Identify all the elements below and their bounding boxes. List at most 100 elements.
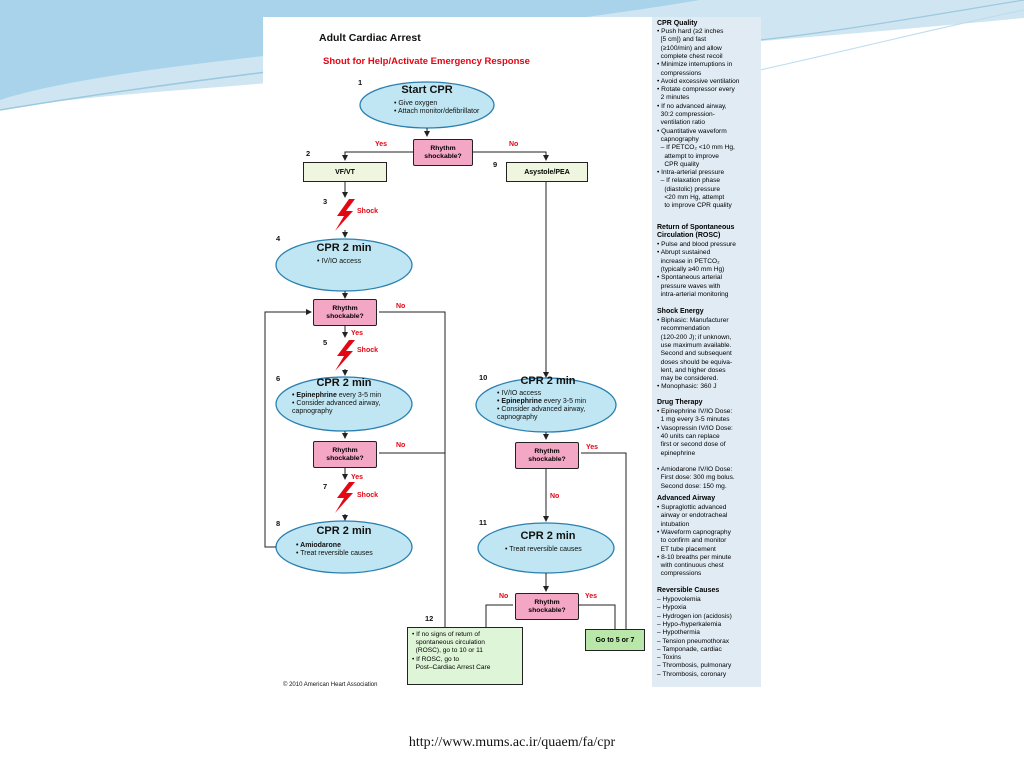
sidebar-heading-reversible-causes: Reversible Causes — [657, 587, 720, 594]
step6-epi-bold: • Epinephrine — [292, 392, 337, 399]
step-number-9: 9 — [493, 160, 498, 169]
cpr-line-9: 2 minutes — [657, 94, 690, 102]
cpr-2min-title-8: CPR 2 min — [316, 525, 372, 537]
cpr-line-4: complete chest recoil — [657, 52, 723, 60]
rosc-line-7: intra-arterial monitoring — [657, 290, 729, 298]
airway-line-6: ET tube placement — [657, 545, 716, 553]
flowchart-diagram — [264, 81, 629, 638]
drug-line-2: 1 mg every 3-5 minutes — [657, 416, 730, 424]
shock-line-6: doses should be equiva- — [657, 358, 733, 366]
step10-item-airway: • Consider advanced airway, — [497, 406, 586, 413]
cpr-line-2: [5 cm]) and fast — [657, 36, 707, 44]
sidebar-heading-cpr-quality: CPR Quality — [657, 20, 698, 27]
decision-5-line1: Rhythm — [534, 598, 560, 606]
decision-3-yes: Yes — [351, 474, 364, 481]
step-number-7: 7 — [323, 482, 328, 491]
step-number-11: 11 — [479, 518, 487, 527]
step12-line-3: (ROSC), go to 10 or 11 — [412, 647, 483, 655]
decision-4-yes: Yes — [586, 444, 599, 451]
cpr-line-21: <20 mm Hg, attempt — [657, 194, 725, 201]
decision-2-no: No — [396, 303, 406, 310]
copyright-text: © 2010 American Heart Association — [283, 682, 378, 688]
step10-epi-rest: every 3-5 min — [541, 398, 587, 405]
rosc-line-2: • Abrupt sustained — [657, 249, 711, 257]
sidebar-heading-rosc-1: Return of Spontaneous — [657, 224, 735, 231]
decision-4-line1: Rhythm — [534, 447, 560, 455]
step-number-8: 8 — [276, 519, 281, 528]
decision-rhythm-shockable-1: Rhythm shockable? — [413, 139, 473, 166]
airway-line-7: • 8-10 breaths per minute — [657, 553, 732, 561]
airway-line-4: • Waveform capnography — [657, 528, 731, 536]
decision-5-no: No — [499, 593, 509, 600]
decision-3-no: No — [396, 442, 406, 449]
cpr-line-14: capnography — [657, 135, 699, 143]
airway-line-1: • Supraglottic advanced — [657, 504, 727, 511]
cpr-line-1: • Push hard (≥2 inches — [657, 28, 724, 35]
step8-item-amiodarone: • Amiodarone — [296, 542, 341, 549]
rev-line-10: – Thrombosis, coronary — [657, 670, 727, 678]
asystole-pea-box: Asystole/PEA — [506, 162, 588, 182]
cpr-2min-oval-6 — [275, 376, 413, 432]
sidebar-heading-advanced-airway: Advanced Airway — [657, 495, 716, 502]
rev-line-2: – Hypoxia — [657, 604, 687, 612]
step6-item-airway: • Consider advanced airway, — [292, 400, 381, 407]
airway-line-2: airway or endotracheal — [657, 512, 728, 520]
cpr-line-15: – If PETCO₂ <10 mm Hg, — [657, 144, 735, 152]
decision-5-line2: shockable? — [528, 606, 566, 614]
shock-line-7: lent, and higher doses — [657, 366, 726, 374]
shock-label-7: Shock — [357, 492, 379, 499]
decision-rhythm-shockable-2: Rhythm shockable? — [313, 299, 377, 326]
step6-epi-rest: every 3-5 min — [336, 392, 382, 399]
shock-bolt-icon-5 — [335, 340, 355, 371]
shock-line-4: use maximum available. — [657, 341, 732, 349]
step6-item-capnography: capnography — [292, 408, 333, 415]
cpr-2min-title-6: CPR 2 min — [316, 377, 372, 389]
drug-line-5: first or second dose of — [657, 441, 726, 449]
footer-url-link[interactable]: http://www.mums.ac.ir/quaem/fa/cpr — [408, 735, 616, 750]
drug-line-1: • Epinephrine IV/IO Dose: — [657, 408, 733, 415]
decision-4-line2: shockable? — [528, 455, 566, 463]
diagram-title: Adult Cardiac Arrest — [319, 32, 421, 44]
rosc-line-6: pressure waves with — [657, 282, 721, 290]
rev-line-8: – Toxins — [657, 654, 682, 662]
airway-line-3: intubation — [657, 520, 690, 528]
step-number-4: 4 — [276, 234, 281, 243]
rev-line-5: – Hypothermia — [657, 629, 700, 637]
step-number-3: 3 — [323, 197, 328, 206]
rosc-line-1: • Pulse and blood pressure — [657, 241, 736, 248]
step12-box: • If no signs of return of spontaneous c… — [407, 627, 523, 685]
cpr-line-17: CPR quality — [657, 160, 700, 168]
step11-item-reversible: • Treat reversible causes — [505, 546, 582, 553]
go-to-5-or-7-box: Go to 5 or 7 — [585, 629, 645, 651]
cpr-line-3: (≥100/min) and allow — [657, 44, 722, 52]
decision-1-line1: Rhythm — [430, 144, 456, 152]
step-number-1: 1 — [358, 78, 363, 87]
start-cpr-title: Start CPR — [401, 84, 453, 96]
rev-line-4: – Hypo-/hyperkalemia — [657, 620, 722, 628]
airway-line-5: to confirm and monitor — [657, 537, 727, 545]
decision-2-line1: Rhythm — [332, 304, 358, 312]
step-number-6: 6 — [276, 374, 281, 383]
decision-2-yes: Yes — [351, 330, 364, 337]
shock-line-3: (120-200 J); if unknown, — [657, 333, 732, 341]
decision-rhythm-shockable-3: Rhythm shockable? — [313, 441, 377, 468]
step8-item-reversible: • Treat reversible causes — [296, 550, 373, 557]
drug-line-10: Second dose: 150 mg. — [657, 482, 727, 490]
step6-item-epinephrine: • Epinephrine every 3-5 min — [292, 392, 381, 400]
step12-line-4: • If ROSC, go to — [412, 655, 460, 663]
drug-line-4: 40 units can replace — [657, 432, 720, 440]
decision-5-yes: Yes — [585, 593, 598, 600]
cpr-line-10: • If no advanced airway, — [657, 102, 727, 110]
step12-line-2: spontaneous circulation — [412, 639, 485, 647]
cardiac-arrest-algorithm-page: Adult Cardiac Arrest Shout for Help/Acti… — [263, 17, 761, 688]
shock-bolt-icon-3 — [335, 199, 355, 231]
cpr-line-6: compressions — [657, 69, 702, 77]
rosc-line-4: (typically ≥40 mm Hg) — [657, 265, 725, 273]
cpr-2min-title-4: CPR 2 min — [316, 242, 372, 254]
rosc-line-5: • Spontaneous arterial — [657, 274, 722, 282]
cpr-line-16: attempt to improve — [657, 152, 719, 160]
cpr-line-20: (diastolic) pressure — [657, 185, 721, 193]
cpr-line-13: • Quantitative waveform — [657, 127, 727, 135]
decision-rhythm-shockable-4: Rhythm shockable? — [515, 442, 579, 469]
shock-line-8: may be considered. — [657, 375, 719, 383]
